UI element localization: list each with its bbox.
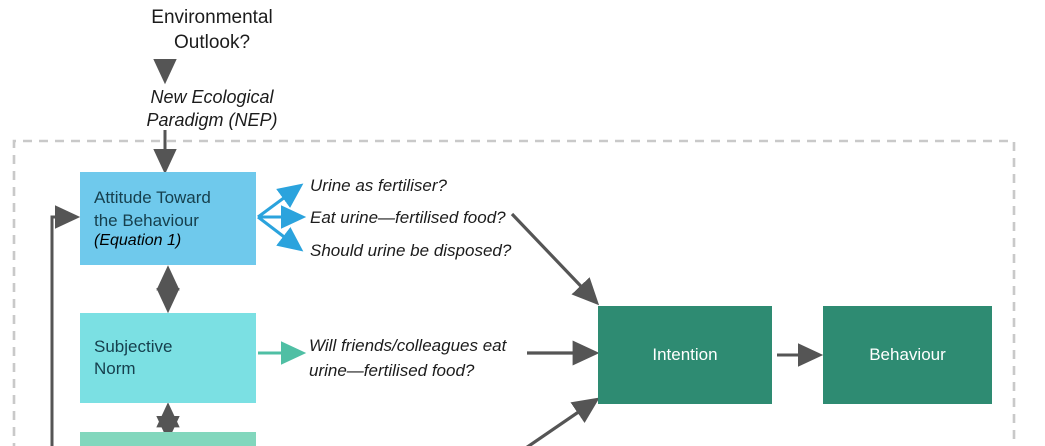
node-subjective-norm-label: Subjective Norm [94,336,173,378]
node-attitude-label: Attitude Toward the Behaviour [94,188,211,230]
arrow-attitude-to-intention [510,212,600,306]
attitude-belief-1: Urine as fertiliser? [310,176,447,195]
arrow-pbc-to-intention [525,397,600,446]
node-behaviour-label: Behaviour [869,344,946,364]
attitude-belief-2: Eat urine—fertilised food? [310,208,506,227]
node-intention-label: Intention [652,344,718,364]
attitude-belief-3: Should urine be disposed? [310,241,512,260]
arrow-attitude-belief-1 [257,183,304,219]
node-attitude-equation-label: (Equation 1) [94,231,182,249]
node-subjective-norm[interactable]: Subjective Norm [80,313,256,403]
node-perceived-behavioural-control[interactable] [80,432,256,446]
node-behaviour[interactable]: Behaviour [823,306,992,404]
subjective-norm-belief: Will friends/colleagues eat urine—fertil… [309,336,507,380]
node-attitude-toward-the-behaviour[interactable]: Attitude Toward the Behaviour (Equation … [80,172,256,265]
environmental-outlook-text: Environmental Outlook? [151,7,273,53]
node-intention[interactable]: Intention [598,306,772,404]
new-ecological-paradigm-text: New Ecological Paradigm (NEP) [146,87,278,131]
arrow-attitude-belief-3 [257,215,304,252]
arrow-feedback-to-attitude [50,205,81,446]
